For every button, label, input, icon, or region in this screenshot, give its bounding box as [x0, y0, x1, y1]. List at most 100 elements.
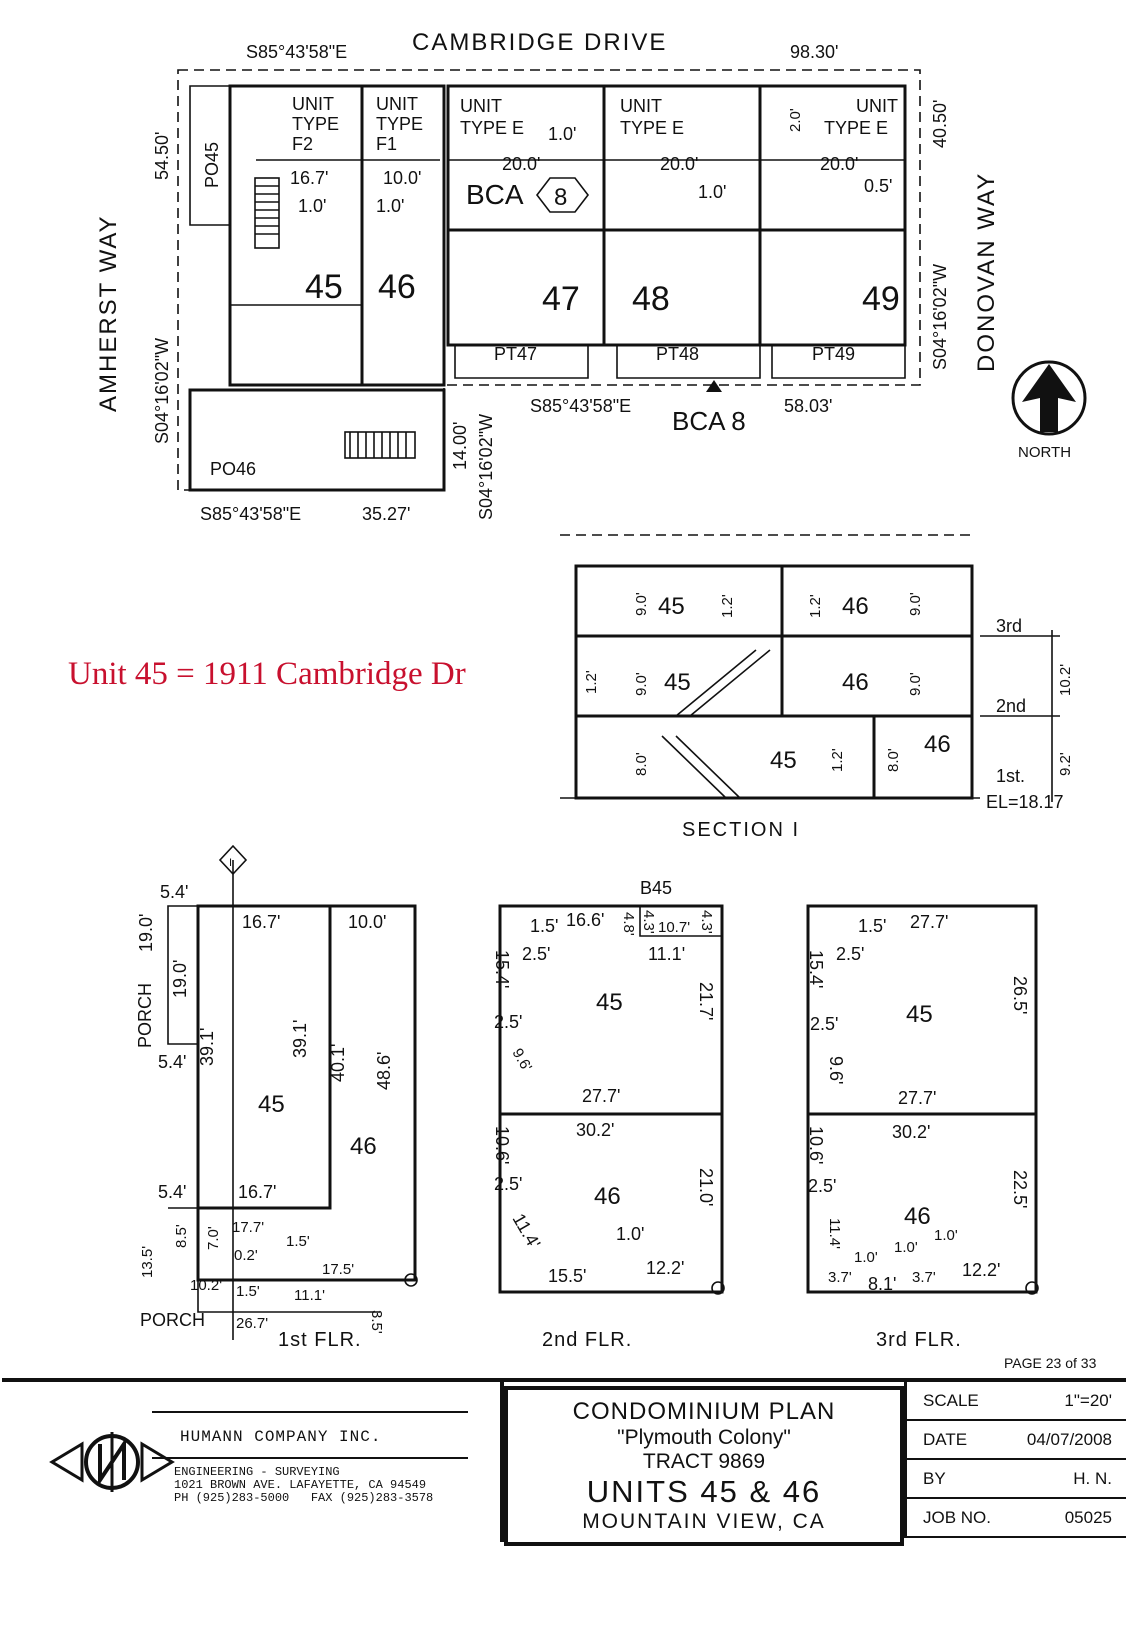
tf-unit-46: 46 [904, 1203, 931, 1230]
sf-d19: 1.0' [616, 1224, 644, 1244]
company-line-2: 1021 BROWN AVE. LAFAYETTE, CA 94549 [174, 1478, 427, 1492]
tf-d5: 26.5' [1010, 976, 1030, 1014]
dim-58: 58.03' [784, 396, 832, 416]
sf-d13: 27.7' [582, 1086, 620, 1106]
sec-h-7: 9.0' [907, 672, 924, 696]
plan-tract: TRACT 9869 [642, 1450, 766, 1473]
second-floor-plan: B45 45 46 2nd FLR. 1.5' 16.6' 4.8' 4.3' … [492, 878, 725, 1351]
unit-type-e1-line1: UNIT [460, 96, 502, 116]
sec-unit-45-2: 45 [664, 669, 691, 696]
tf-label: 3rd FLR. [876, 1329, 962, 1351]
sf-unit-45: 45 [596, 989, 623, 1016]
sf-d11: 2.5' [494, 1012, 522, 1032]
patios [454, 345, 906, 379]
date-value: 04/07/2008 [1026, 1429, 1112, 1449]
ff-d21: 17.5' [322, 1261, 354, 1278]
ff-marker-label: I [229, 857, 232, 869]
company-name: HUMANN COMPANY INC. [180, 1428, 382, 1446]
unit-type-e2-line2: TYPE E [620, 118, 684, 138]
bearing-top: S85°43'58"E [246, 42, 347, 62]
unit-type-e3-line2: TYPE E [824, 118, 888, 138]
sec-h-8: 8.0' [633, 752, 650, 776]
dim-14: 14.00' [450, 422, 470, 470]
ff-d18: 1.5' [286, 1233, 310, 1250]
sf-d6: 4.3' [698, 910, 715, 934]
ff-d14: 8.5' [173, 1224, 190, 1248]
area-pt48: PT48 [656, 344, 699, 364]
section-title: SECTION I [682, 819, 800, 841]
ff-d17: 0.2' [234, 1247, 258, 1264]
company-logo-panel: HUMANN COMPANY INC. ENGINEERING - SURVEY… [2, 1382, 504, 1542]
tf-d3: 2.5' [836, 944, 864, 964]
sf-d9: 15.4' [492, 950, 512, 988]
sec-h-6: 9.0' [633, 672, 650, 696]
unit-type-f2-line2: TYPE [292, 114, 339, 134]
bearing-inner: S04°16'02"W [476, 414, 496, 520]
dim-98: 98.30' [790, 42, 838, 62]
stair-treads-45 [255, 185, 279, 235]
company-line-3: PH (925)283-5000 FAX (925)283-3578 [174, 1491, 434, 1505]
sec-h-5: 1.2' [583, 670, 600, 694]
tf-d1: 1.5' [858, 916, 886, 936]
sec-h-3: 1.2' [807, 594, 824, 618]
job-label: JOB NO. [923, 1507, 992, 1527]
bca-8-marker [706, 380, 722, 392]
tf-d15: 1.0' [894, 1239, 918, 1256]
sec-h-2: 1.2' [719, 594, 736, 618]
north-arrow-icon [1022, 364, 1076, 432]
sf-d16: 2.5' [494, 1174, 522, 1194]
ff-d9: 40.1' [328, 1044, 348, 1082]
stair-treads-46 [349, 432, 407, 458]
sec-h-4: 9.0' [907, 592, 924, 616]
company-line-1: ENGINEERING - SURVEYING [174, 1465, 340, 1479]
lot-boundary [177, 69, 921, 491]
tf-d7: 9.6' [826, 1056, 846, 1084]
sf-d4: 4.3' [640, 910, 657, 934]
sec-h-11: 10.2' [1057, 664, 1074, 696]
ff-unit-45: 45 [258, 1091, 285, 1118]
ff-d7: 39.1' [197, 1028, 217, 1066]
area-po45: PO45 [202, 142, 222, 188]
tf-corner-marker [1025, 1281, 1039, 1295]
sec-unit-46-2: 46 [842, 669, 869, 696]
street-cambridge: CAMBRIDGE DRIVE [412, 29, 667, 56]
plan-subtitle: "Plymouth Colony" [617, 1426, 791, 1449]
sf-d5: 10.7' [658, 919, 690, 936]
ff-d1: 5.4' [160, 882, 188, 902]
dim-54: 54.50' [152, 132, 172, 180]
sf-d21: 12.2' [646, 1258, 684, 1278]
dim-20b: 20.0' [660, 154, 698, 174]
ff-unit-46: 46 [350, 1133, 377, 1160]
north-arrow-circle [1011, 360, 1087, 436]
tf-d9: 30.2' [892, 1122, 930, 1142]
unit-type-e2-line1: UNIT [620, 96, 662, 116]
plan-title: CONDOMINIUM PLAN [572, 1398, 836, 1425]
sf-d12: 9.6' [509, 1046, 536, 1075]
ff-porch-label: PORCH [135, 983, 155, 1048]
ff-d12: 16.7' [238, 1182, 276, 1202]
scale-label: SCALE [923, 1390, 979, 1410]
sec-h-1: 9.0' [633, 592, 650, 616]
ff-outline [196, 904, 417, 1282]
street-amherst: AMHERST WAY [95, 214, 122, 412]
level-2nd: 2nd [996, 696, 1026, 716]
tf-d19: 3.7' [912, 1269, 936, 1286]
sec-unit-45-1: 45 [770, 747, 797, 774]
unit-type-f1-line3: F1 [376, 134, 397, 154]
ff-porch [167, 905, 199, 1045]
ff-d23: 3.5' [368, 1310, 385, 1334]
tf-d18: 8.1' [868, 1274, 896, 1294]
ff-d22: 11.1' [294, 1287, 325, 1304]
area-bca: BCA [466, 179, 524, 210]
po46-area [188, 388, 446, 492]
by-label: BY [923, 1468, 946, 1488]
ff-d11: 5.4' [158, 1182, 186, 1202]
ff-label: 1st FLR. [278, 1329, 362, 1351]
unit-48: 48 [632, 280, 670, 318]
dim-167: 16.7' [290, 168, 328, 188]
sf-d17: 21.0' [696, 1168, 716, 1206]
ff-d2: 16.7' [242, 912, 280, 932]
sec-h-9: 1.2' [829, 748, 846, 772]
bearing-east: S04°16'02"W [930, 264, 950, 370]
